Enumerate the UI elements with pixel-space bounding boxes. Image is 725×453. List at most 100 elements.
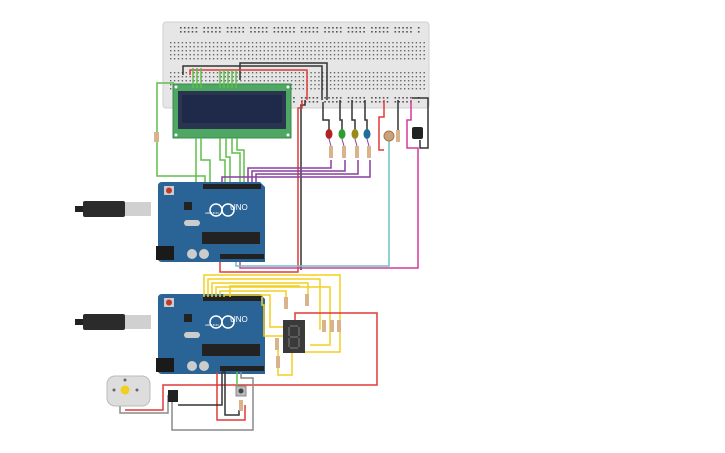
resistor[interactable] <box>305 294 309 306</box>
hole <box>226 27 229 29</box>
resistor[interactable] <box>367 146 371 158</box>
hole <box>402 101 404 103</box>
hole <box>368 88 371 90</box>
push-button-cap <box>238 388 244 394</box>
resistor[interactable] <box>355 146 359 158</box>
hole <box>298 58 301 60</box>
hole <box>219 31 221 33</box>
hole <box>388 50 390 52</box>
hole <box>197 54 199 56</box>
hole <box>205 46 207 48</box>
resistor[interactable] <box>239 400 243 411</box>
temperature-sensor[interactable] <box>412 127 423 139</box>
hole <box>316 101 319 103</box>
hole <box>255 80 258 82</box>
hole <box>396 88 398 90</box>
resistor[interactable] <box>276 356 280 368</box>
hole <box>304 31 307 33</box>
usb-cable-1[interactable] <box>75 201 151 217</box>
hole <box>347 101 350 103</box>
hole <box>187 31 190 33</box>
hole <box>400 80 402 82</box>
hole <box>255 50 258 52</box>
hole <box>349 50 351 52</box>
digital-header[interactable] <box>203 184 261 189</box>
hole <box>388 58 390 60</box>
resistor[interactable] <box>284 297 288 309</box>
seven-segment-display[interactable] <box>283 320 305 353</box>
resistor[interactable] <box>322 320 326 332</box>
hole <box>361 80 363 82</box>
chip <box>184 314 192 322</box>
hole <box>316 97 319 99</box>
hole <box>423 88 425 90</box>
power-analog-header[interactable] <box>220 254 264 259</box>
lcd-display[interactable] <box>172 83 292 139</box>
hole <box>404 72 406 74</box>
hole <box>372 88 375 90</box>
hole <box>230 31 233 33</box>
arduino-uno-2[interactable] <box>156 294 265 374</box>
hole <box>209 58 211 60</box>
photoresistor[interactable] <box>383 130 395 142</box>
hole <box>361 88 363 90</box>
hole <box>386 101 389 103</box>
hole <box>337 46 340 48</box>
hole <box>248 54 250 56</box>
hole <box>279 46 281 48</box>
led[interactable] <box>325 129 333 139</box>
hole <box>298 80 301 82</box>
led[interactable] <box>351 129 359 139</box>
hole <box>341 84 343 86</box>
hole <box>380 80 382 82</box>
hole <box>314 54 316 56</box>
resistor[interactable] <box>342 146 346 158</box>
digital-header[interactable] <box>203 296 261 301</box>
resistor[interactable] <box>337 320 341 332</box>
resistor[interactable] <box>329 146 333 158</box>
hole <box>396 80 398 82</box>
hole <box>357 58 359 60</box>
hole <box>415 46 418 48</box>
resistor[interactable] <box>275 338 279 350</box>
hole <box>290 54 293 56</box>
hole <box>302 42 304 44</box>
hole <box>248 72 250 74</box>
arduino-uno-1[interactable] <box>156 182 265 262</box>
hole <box>189 46 191 48</box>
hole <box>242 31 244 33</box>
hole <box>392 46 394 48</box>
hole <box>279 42 281 44</box>
hole <box>402 97 404 99</box>
hole <box>398 101 400 103</box>
hole <box>294 72 297 74</box>
resistor[interactable] <box>330 320 334 332</box>
hole <box>287 54 289 56</box>
hole <box>263 50 265 52</box>
power-jack <box>156 358 174 372</box>
hole <box>258 27 260 29</box>
led[interactable] <box>363 129 371 139</box>
resistor[interactable] <box>154 132 159 142</box>
hole <box>310 58 312 60</box>
hole <box>345 58 347 60</box>
usb-cable-2[interactable] <box>75 314 151 330</box>
hole <box>251 46 254 48</box>
hole <box>248 58 250 60</box>
hole <box>318 58 320 60</box>
hole <box>240 50 242 52</box>
transistor[interactable] <box>168 390 178 402</box>
hole <box>357 46 359 48</box>
hole <box>353 54 355 56</box>
led[interactable] <box>338 129 346 139</box>
hole <box>177 80 180 82</box>
dc-motor[interactable] <box>106 375 151 407</box>
hole <box>368 46 371 48</box>
hole <box>259 58 262 60</box>
hole <box>279 72 281 74</box>
resistor[interactable] <box>396 130 400 142</box>
hole <box>410 97 412 99</box>
power-analog-header[interactable] <box>220 366 264 371</box>
hole <box>173 80 176 82</box>
